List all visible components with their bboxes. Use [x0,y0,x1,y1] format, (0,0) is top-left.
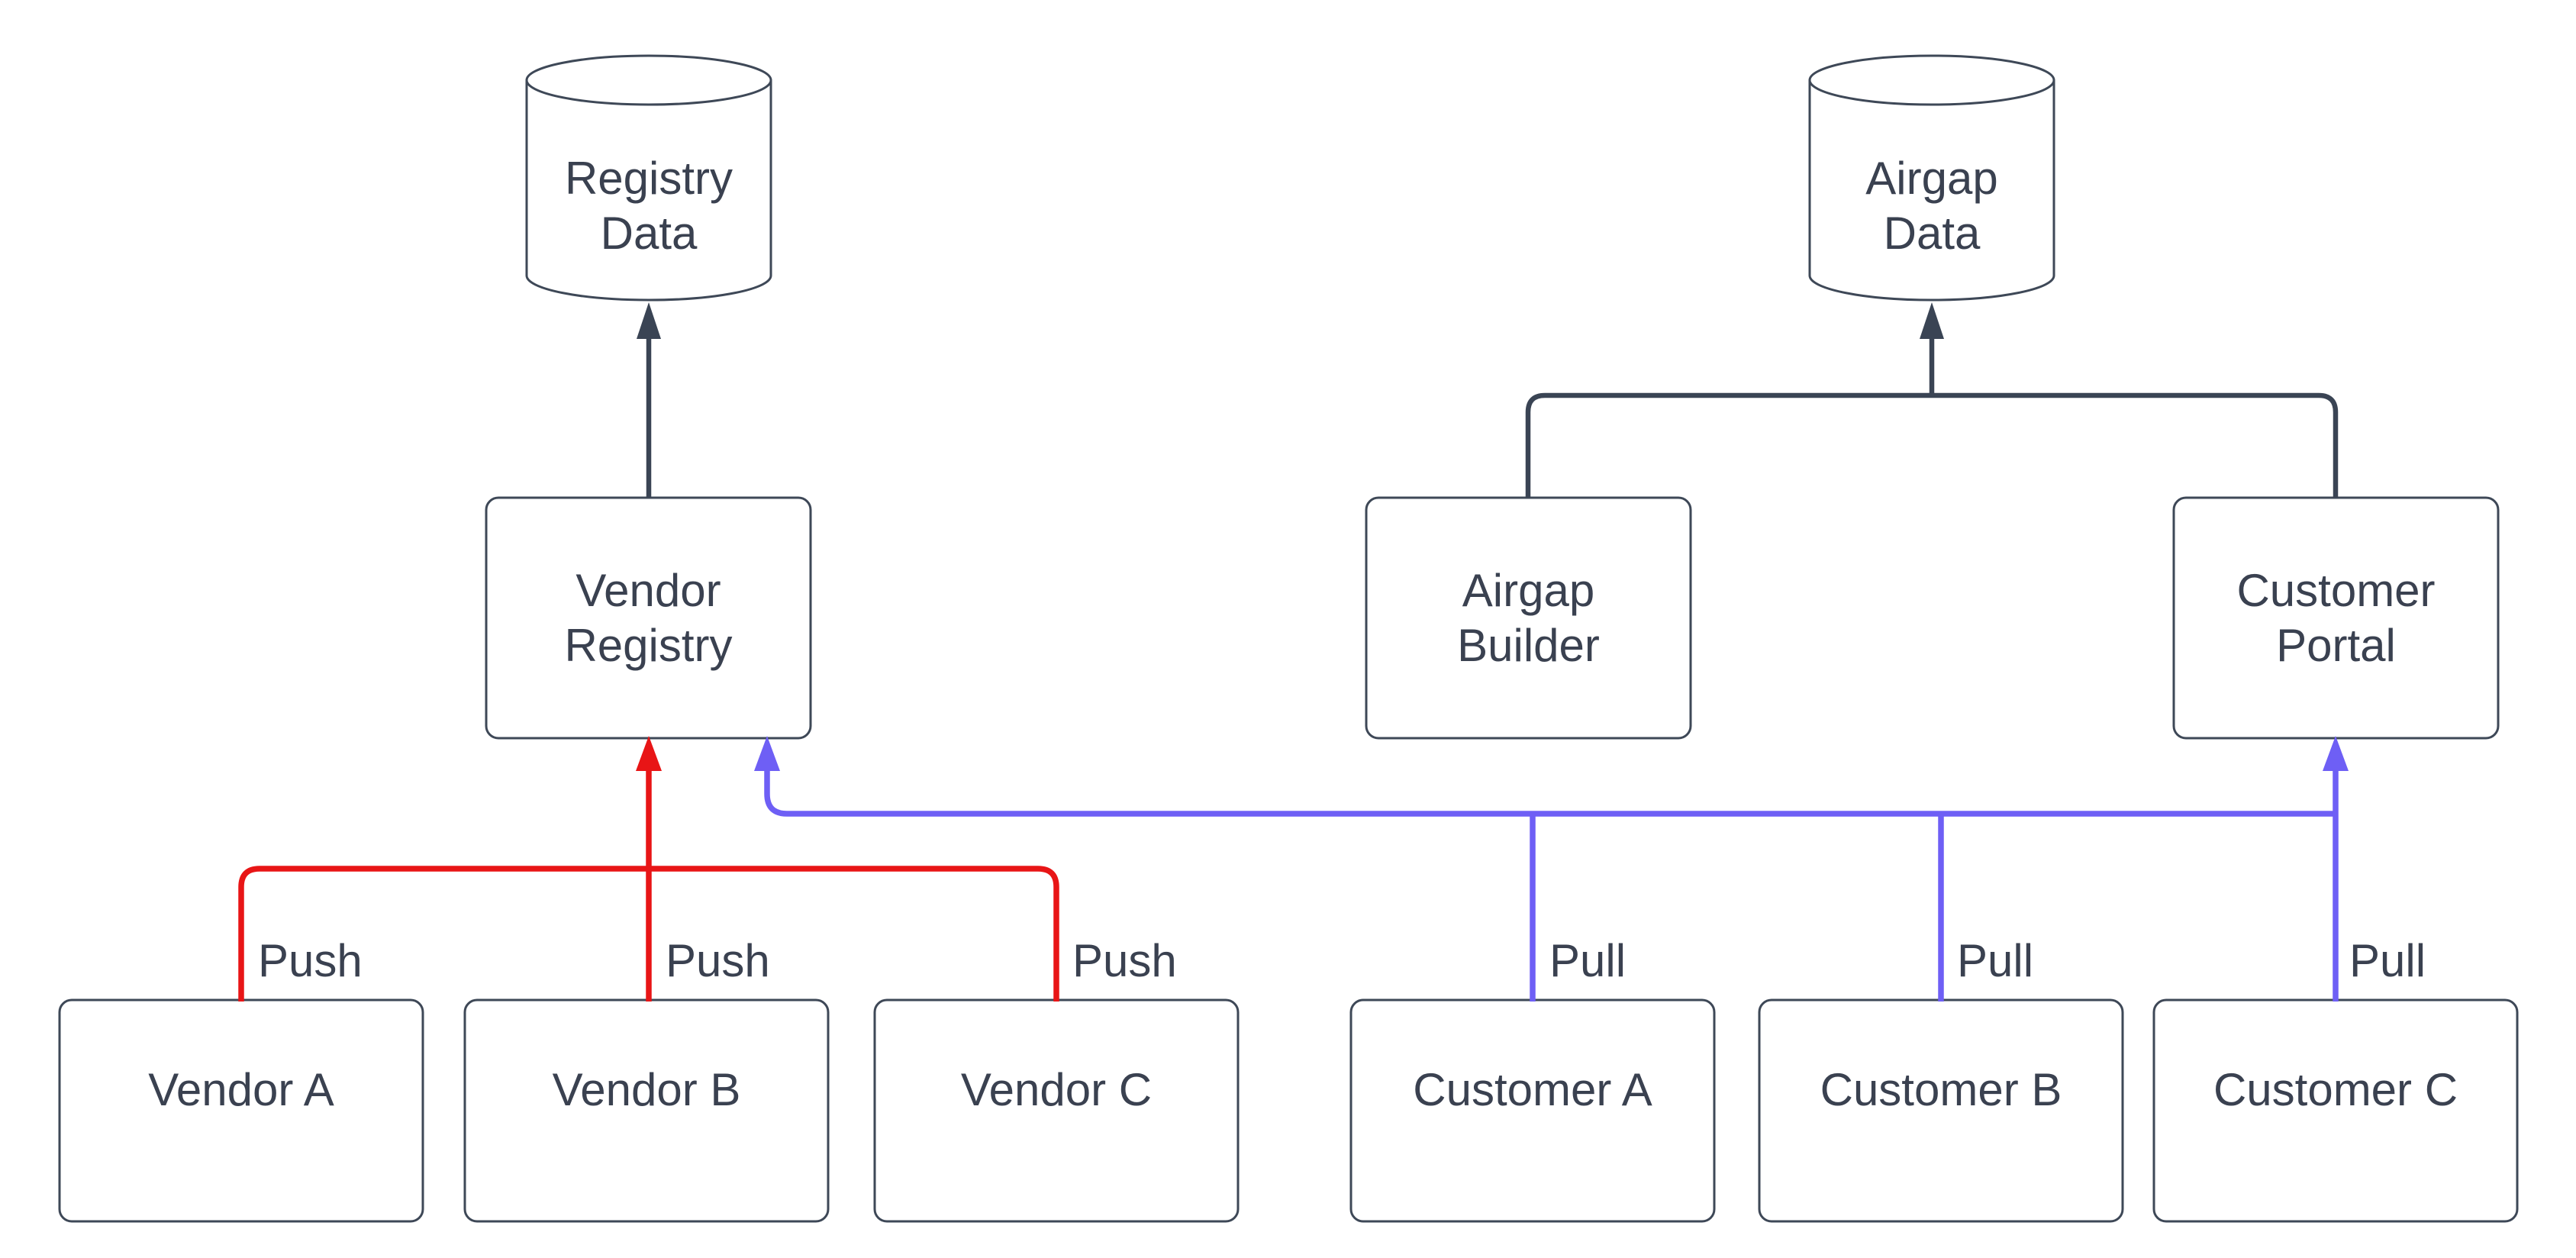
node-label-vendor-registry: Vendor Registry [564,564,733,671]
edge-label-push-vendor-b: Push [666,935,770,986]
cylinder-top [525,54,772,106]
node-label-airgap-data: Airgap Data [1865,153,1998,259]
node-label-customer-c: Customer C [2213,1064,2458,1115]
cylinder-top [1808,54,2055,106]
edge-label-pull-customer-b: Pull [1957,935,2034,986]
node-label-registry-data: Registry Data [564,153,733,259]
node-label-vendor-a: Vendor A [148,1064,334,1115]
edge-label-pull-customer-a: Pull [1549,935,1627,986]
node-label-customer-b: Customer B [1820,1064,2062,1115]
arrowhead-pull-into-customer-portal [2323,736,2349,771]
edge-label-push-vendor-a: Push [258,935,363,986]
edge-pull-rail-to-vendor-registry [764,768,2336,817]
node-label-vendor-c: Vendor C [960,1064,1153,1115]
node-airgap-data-cylinder [1808,54,2055,302]
edge-lines [238,302,2349,1002]
edge-airgap-builder-customer-portal-rail [1525,392,2339,498]
edge-label-pull-customer-c: Pull [2349,935,2426,986]
node-registry-data-cylinder [525,54,772,302]
arrowhead-into-registry-data [637,302,661,339]
arrowhead-pull-into-vendor-registry [754,736,780,771]
node-label-customer-a: Customer A [1413,1064,1652,1115]
node-label-airgap-builder: Airgap Builder [1457,564,1600,671]
arrowhead-into-airgap-data [1920,302,1944,339]
cylinder-body [525,80,772,302]
node-shapes [58,54,2519,1223]
edge-label-push-vendor-c: Push [1072,935,1177,986]
node-label-vendor-b: Vendor B [552,1064,741,1115]
node-label-customer-portal: Customer Portal [2236,564,2436,671]
cylinder-body [1808,80,2055,302]
arrowhead-push-into-vendor-registry [636,736,662,771]
